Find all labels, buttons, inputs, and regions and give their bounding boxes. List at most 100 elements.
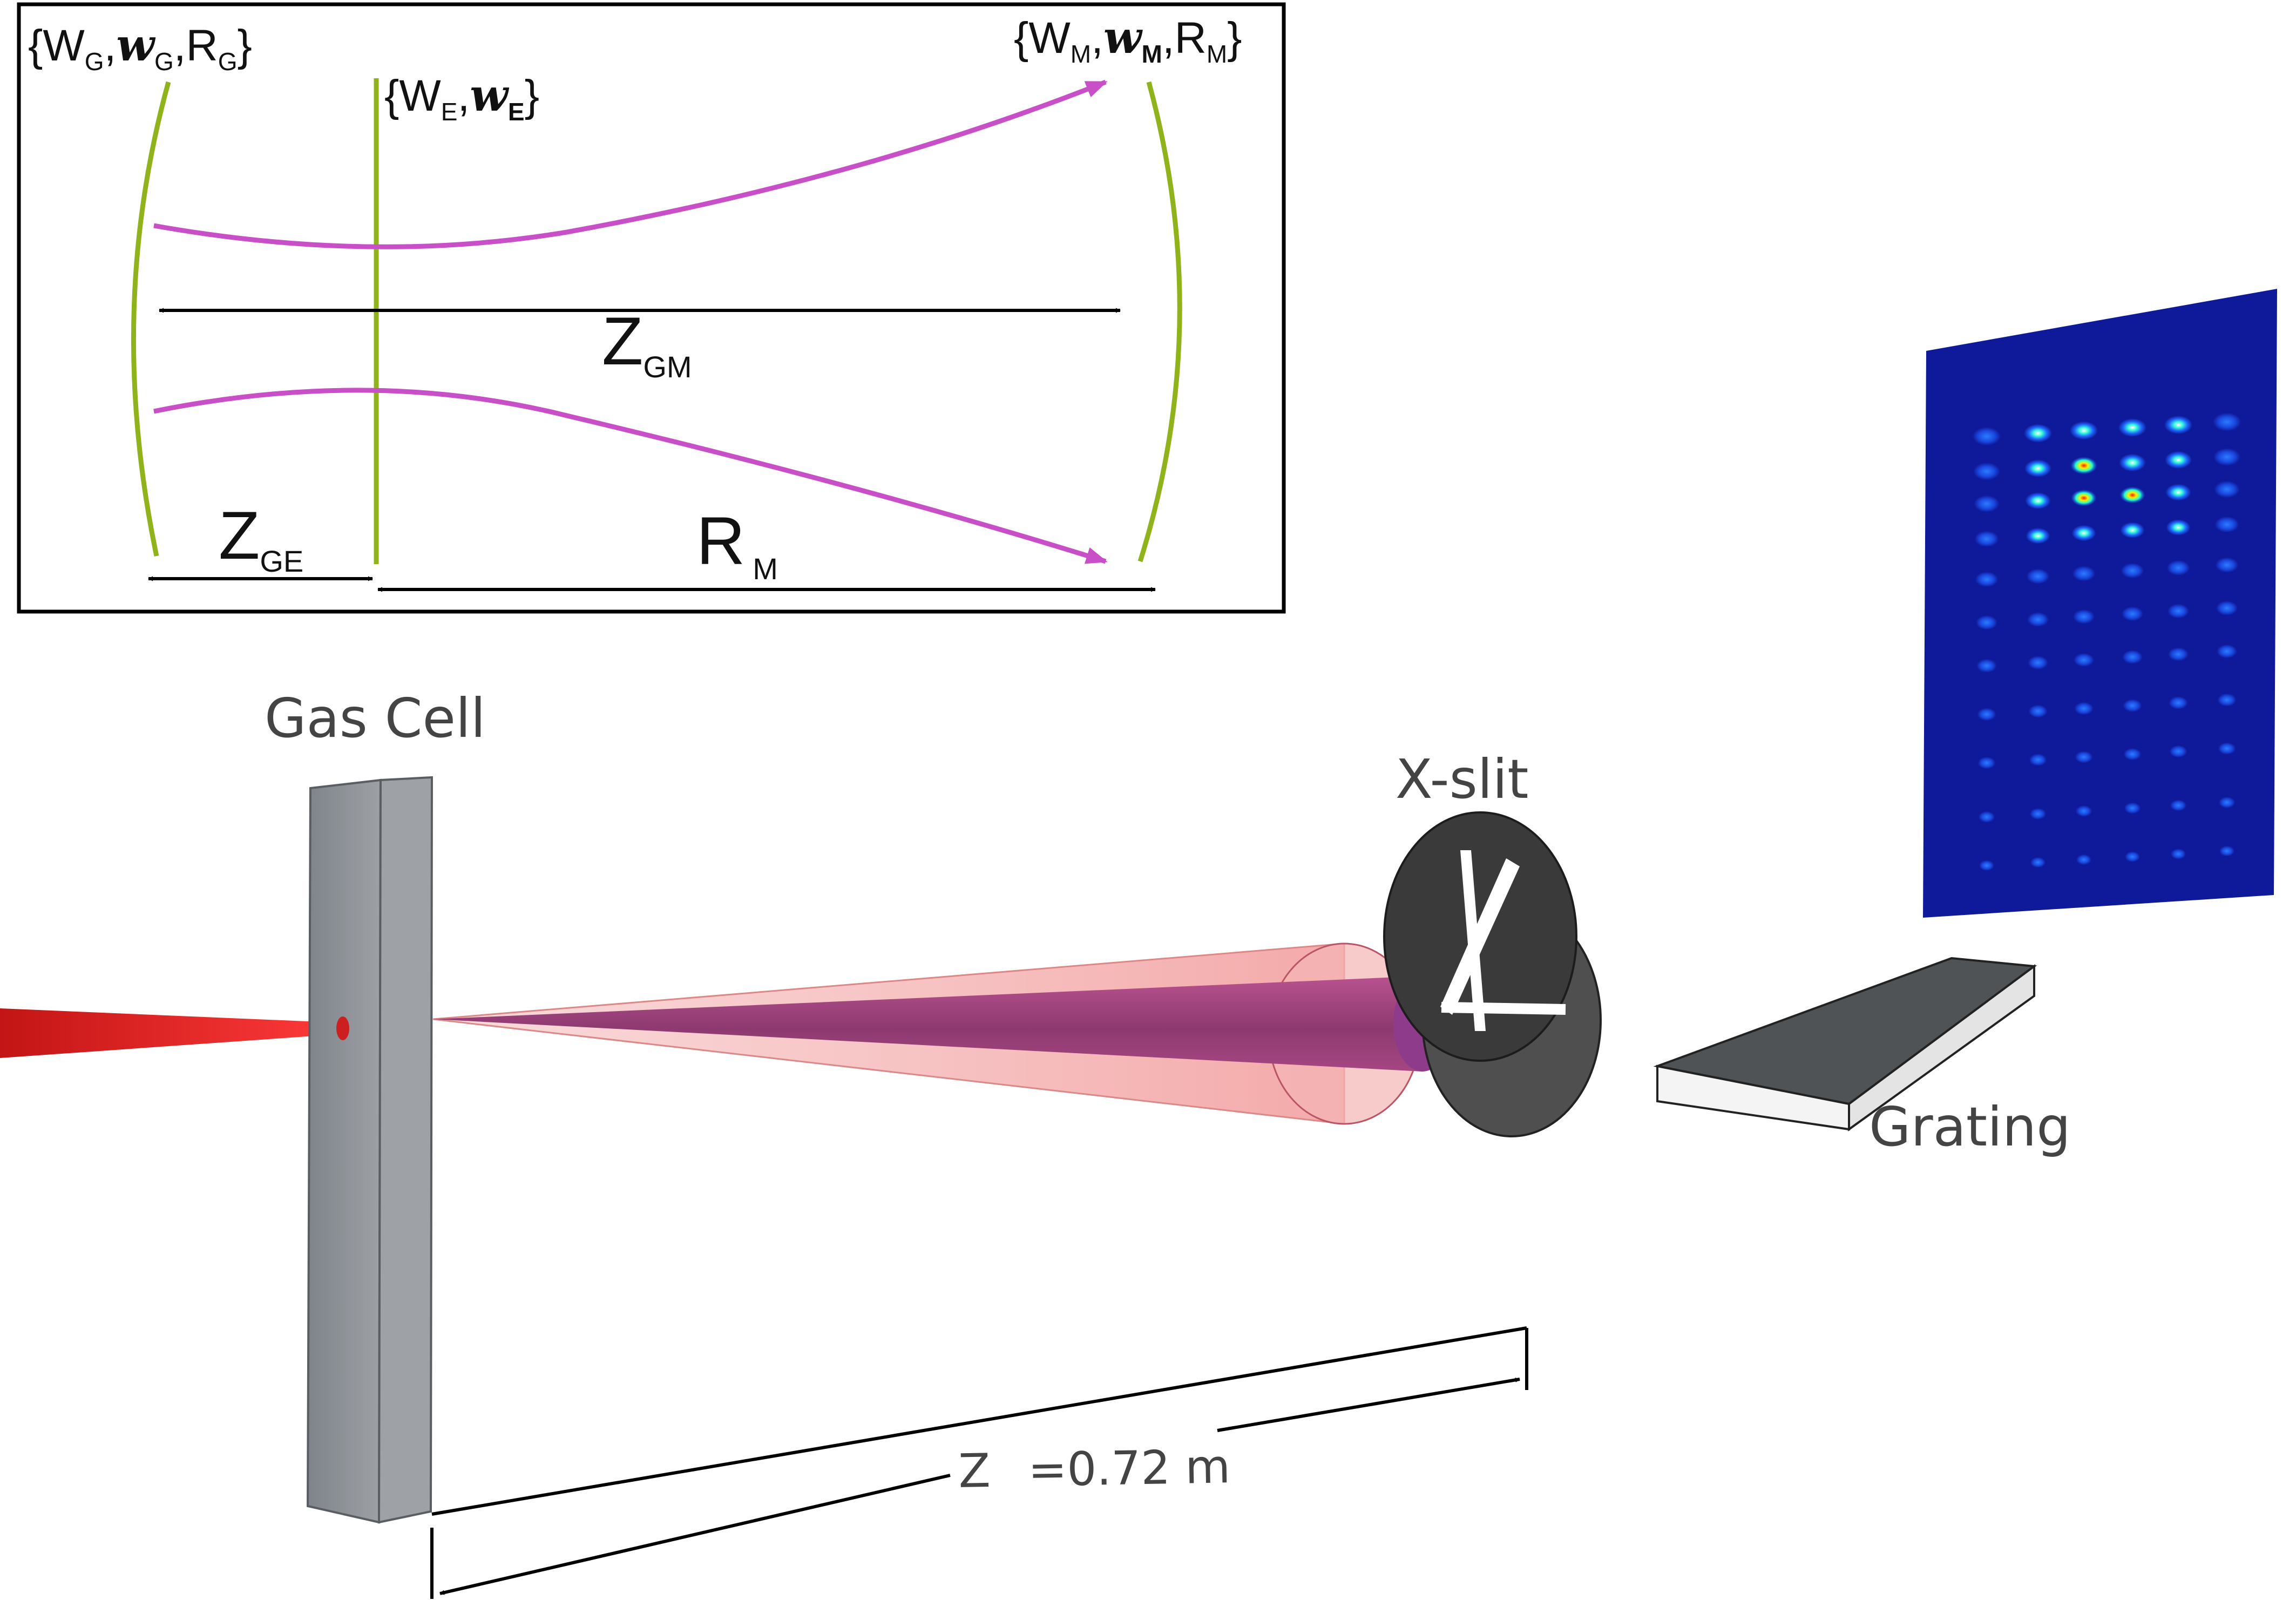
driving-laser-beam (0, 1008, 346, 1058)
diffraction-spot (2076, 854, 2091, 865)
diffraction-spot (2171, 849, 2186, 859)
diffraction-spot (2122, 650, 2143, 664)
gas-cell-entrance-hole (336, 1016, 349, 1040)
diffraction-spot (2213, 412, 2241, 431)
harmonic-beam (432, 943, 1452, 1125)
gas-cell-side (377, 776, 434, 1524)
z-ge-label: ZGE (219, 498, 303, 578)
dim-arrow-left (439, 1474, 951, 1595)
diffraction-spot (2024, 459, 2051, 477)
diffraction-spot (2071, 489, 2097, 507)
diffraction-spot (2170, 799, 2187, 811)
gas-cell-front (306, 778, 382, 1524)
diffraction-spot (2166, 560, 2190, 576)
diffraction-spot (2166, 519, 2191, 535)
diffraction-spot (2029, 754, 2047, 766)
diffraction-spot (2025, 492, 2051, 510)
distance-dimension (430, 1326, 1528, 1599)
dim-top-line (431, 1326, 1527, 1516)
diffraction-spot (2070, 421, 2098, 440)
x-slit-diagonal-slot (1440, 858, 1520, 1015)
x-slit (1383, 811, 1602, 1137)
diffraction-spot (2125, 851, 2140, 862)
distance-label: Z=0.72 m (958, 1440, 1231, 1499)
inset-frame (17, 2, 1286, 614)
diffraction-spot (2214, 481, 2240, 498)
diffraction-spot (2075, 751, 2093, 763)
z-gm-label: ZGM (602, 304, 692, 384)
grating-side (1848, 964, 2035, 1131)
diffraction-spot (2168, 604, 2189, 619)
diffraction-spot (2030, 857, 2046, 868)
diffraction-spot (2027, 612, 2049, 627)
diffraction-spot (2024, 424, 2052, 443)
inner-cone (433, 976, 1423, 1072)
diffraction-spot (2072, 566, 2096, 581)
diffraction-spot (1975, 572, 1999, 587)
diffraction-spot (2123, 748, 2142, 761)
diffraction-spot (2121, 562, 2144, 579)
diffraction-spot (2029, 808, 2047, 820)
diffraction-spot (2028, 704, 2048, 718)
grating-label: Grating (1869, 1095, 2071, 1158)
diffraction-spot (2164, 415, 2192, 434)
diffraction-spot (2165, 451, 2192, 469)
diffraction-spot (2165, 484, 2191, 501)
diffraction-spot (2215, 557, 2239, 573)
diffraction-spot (2169, 745, 2187, 758)
diffraction-spot (2217, 644, 2237, 659)
grating (1653, 957, 2037, 1131)
diffraction-spot (2118, 418, 2146, 437)
diffraction-spot (2213, 448, 2240, 466)
diffraction-spot (2168, 647, 2189, 661)
diffraction-pattern (1973, 412, 2241, 871)
diffraction-spot (1979, 860, 1994, 871)
diffraction-spot (2026, 527, 2050, 544)
detector-screen (1923, 289, 2277, 918)
plane-m-label: {WM,wM,RM} (1014, 12, 1242, 68)
diffraction-spot (1974, 531, 1999, 547)
diffraction-spot (2219, 845, 2234, 857)
gas-cell-label: Gas Cell (265, 687, 486, 750)
diffraction-spot (2119, 486, 2145, 504)
diffraction-spot (2074, 702, 2094, 715)
diffraction-spot (2028, 655, 2048, 670)
experimental-scene: Gas Cell X-slit Grating Z=0.72 m (0, 289, 2277, 1599)
diffraction-spot (2120, 522, 2145, 538)
diffraction-spot (2122, 606, 2143, 621)
diffraction-spot (2216, 601, 2238, 615)
diffraction-spot (2169, 696, 2188, 709)
diffraction-spot (2124, 802, 2141, 814)
dim-arrow-right (1217, 1377, 1520, 1432)
diffraction-spot (2218, 742, 2236, 755)
detector-panel (1923, 289, 2277, 918)
diffraction-spot (1977, 708, 1996, 721)
diffraction-spot (2026, 568, 2050, 584)
diffraction-spot (1973, 463, 2000, 480)
diffraction-spot (2214, 516, 2239, 533)
diffraction-spot (1974, 495, 2000, 512)
diffraction-spot (1973, 427, 2001, 446)
diffraction-spot (2218, 797, 2236, 809)
diffraction-spot (1977, 757, 1996, 769)
gas-cell (306, 776, 434, 1524)
diffraction-spot (1976, 659, 1997, 673)
beam-lower-envelope (153, 388, 1108, 564)
diffraction-spot (2119, 453, 2146, 472)
plane-e-label: {WE,wE} (384, 70, 539, 126)
diffraction-spot (2074, 653, 2094, 667)
diffraction-spot (2075, 805, 2092, 817)
beam-upper-envelope (153, 79, 1108, 249)
diffraction-spot (2217, 693, 2237, 707)
diffraction-spot (1976, 615, 1997, 630)
x-slit-horizontal-slot (1441, 1001, 1566, 1015)
diffraction-spot (2073, 609, 2095, 624)
x-slit-label: X-slit (1396, 748, 1528, 811)
plane-g-label: {WG,wG,RG} (28, 19, 252, 76)
plane-g-curve (131, 81, 171, 557)
diffraction-spot (2071, 525, 2096, 541)
diffraction-spot (1978, 811, 1995, 823)
